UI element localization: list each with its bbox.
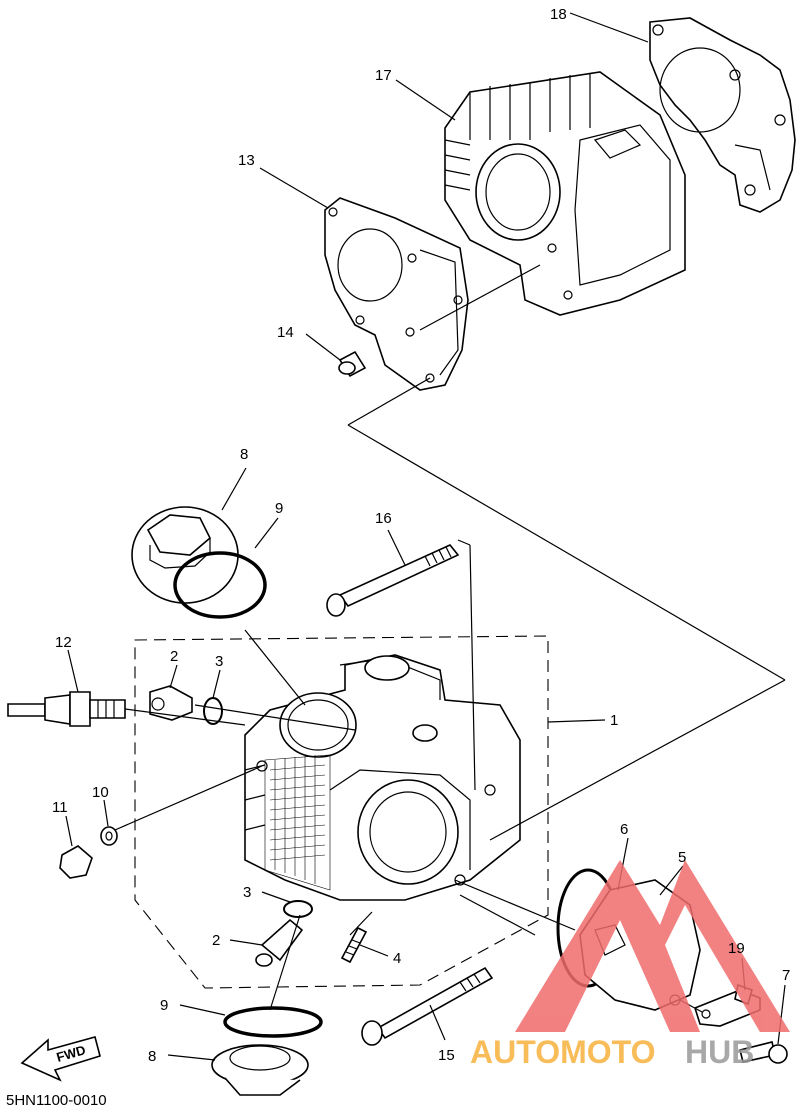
callout-4: 4 <box>393 950 401 967</box>
callout-6: 6 <box>620 821 628 838</box>
o-ring-3-bottom <box>283 900 313 918</box>
spark-plug-12 <box>7 691 126 727</box>
callout-3-bottom: 3 <box>243 884 251 901</box>
callout-3-top: 3 <box>215 653 223 670</box>
callout-18: 18 <box>550 6 567 23</box>
gasket-13 <box>324 197 469 391</box>
leader-lines <box>65 12 786 1061</box>
watermark-brand-part1: AUTOMOTO <box>470 1034 655 1070</box>
o-ring-9-top <box>173 551 267 619</box>
gasket-18 <box>649 17 796 213</box>
callout-16: 16 <box>375 510 392 527</box>
callout-13: 13 <box>238 152 255 169</box>
cylinder-head-1 <box>244 654 521 901</box>
o-ring-9-bottom <box>223 1006 323 1038</box>
bolt-15 <box>361 966 494 1046</box>
callout-17: 17 <box>375 67 392 84</box>
callout-5: 5 <box>678 849 686 866</box>
callout-8-top: 8 <box>240 446 248 463</box>
callout-12: 12 <box>55 634 72 651</box>
washer-10 <box>100 826 118 846</box>
callout-9-top: 9 <box>275 500 283 517</box>
callout-2-top: 2 <box>170 648 178 665</box>
dowel-pin-14 <box>338 350 367 378</box>
callout-11: 11 <box>52 799 68 816</box>
callout-19: 19 <box>728 940 745 957</box>
cylinder-17 <box>444 71 686 316</box>
watermark-brand-part2: HUB <box>685 1034 754 1070</box>
automotohub-logo-icon <box>515 860 790 1032</box>
cylinder-head-assembly-outline <box>134 635 549 989</box>
callout-14: 14 <box>277 324 294 341</box>
callout-2-bottom: 2 <box>212 932 220 949</box>
callout-9-bottom: 9 <box>160 997 168 1014</box>
bolt-16 <box>326 544 460 617</box>
callout-15: 15 <box>438 1047 455 1064</box>
tappet-adjuster-2-bottom <box>255 918 304 967</box>
callout-labels: 18 17 13 14 8 9 16 12 2 3 1 10 11 6 5 3 … <box>52 6 790 1065</box>
cap-8-top <box>131 506 239 604</box>
bolt-7 <box>739 1041 788 1064</box>
diagram-code: 5HN1100-0010 <box>6 1092 107 1109</box>
callout-7: 7 <box>782 967 790 984</box>
callout-10: 10 <box>92 784 109 801</box>
callout-8-bottom: 8 <box>148 1048 156 1065</box>
automotohub-watermark: AUTOMOTO HUB <box>470 860 790 1070</box>
cap-nut-11 <box>59 845 93 879</box>
stud-4 <box>340 926 368 964</box>
callout-1: 1 <box>610 712 618 729</box>
fwd-arrow-icon <box>20 1036 101 1082</box>
cap-8-bottom <box>211 1044 309 1096</box>
